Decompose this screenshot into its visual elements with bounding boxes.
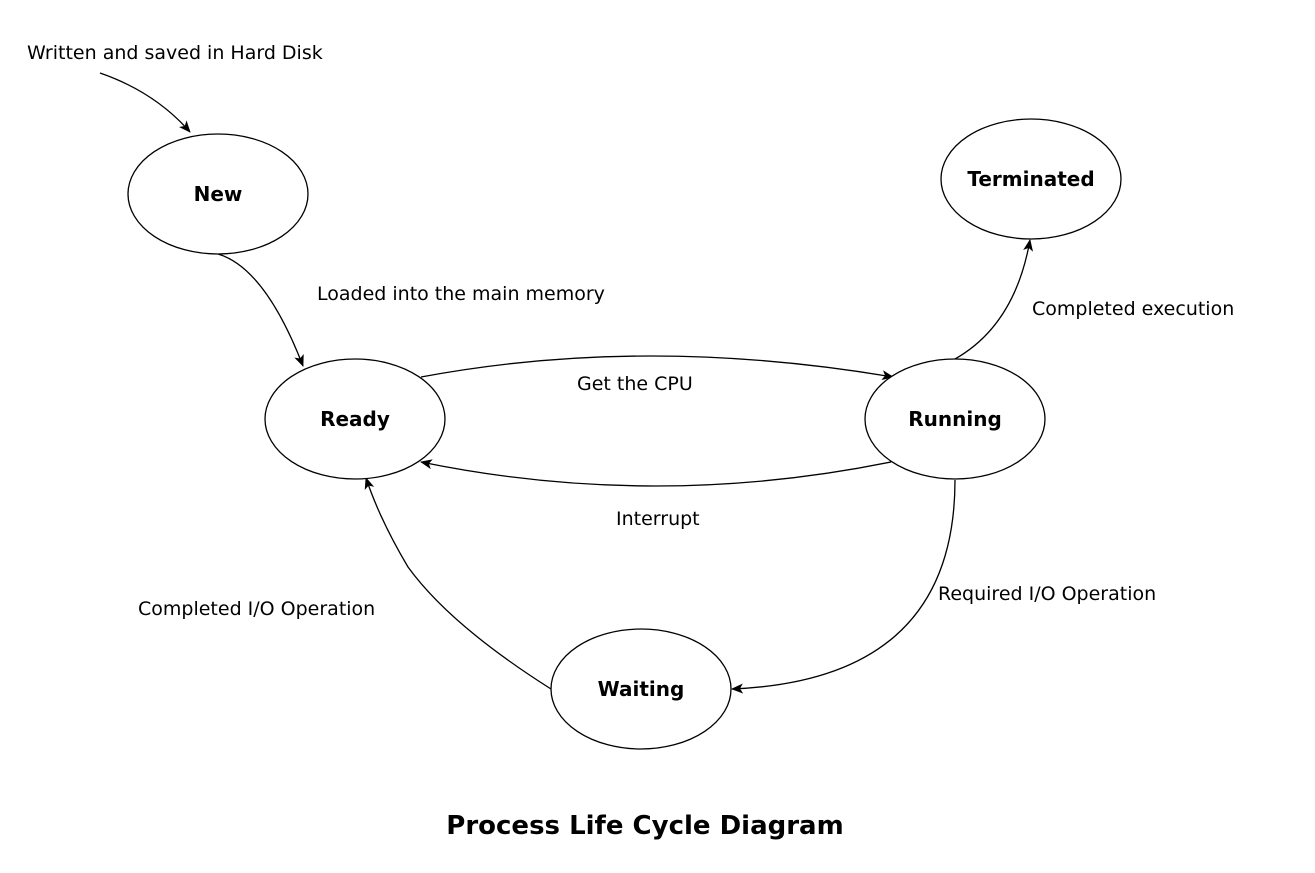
diagram-title: Process Life Cycle Diagram — [446, 811, 843, 841]
edge-entry-to-new — [99, 72, 191, 133]
state-terminated-label: Terminated — [967, 167, 1094, 191]
edge-waiting-to-ready — [364, 477, 552, 690]
edge-new-to-ready — [217, 253, 304, 367]
label-running-to-ready: Interrupt — [616, 508, 700, 530]
state-new: New — [127, 133, 309, 255]
edge-running-to-terminated — [954, 239, 1034, 360]
label-waiting-to-ready: Completed I/O Operation — [138, 598, 375, 620]
label-entry: Written and saved in Hard Disk — [27, 42, 323, 64]
state-running-label: Running — [908, 407, 1002, 431]
state-new-label: New — [194, 182, 243, 206]
label-running-to-waiting: Required I/O Operation — [938, 583, 1156, 605]
edge-running-to-waiting — [731, 479, 956, 694]
state-running: Running — [864, 358, 1046, 480]
edge-ready-to-running — [420, 355, 894, 381]
state-waiting-label: Waiting — [598, 677, 685, 701]
state-ready-label: Ready — [320, 407, 390, 431]
label-ready-to-running: Get the CPU — [577, 373, 693, 395]
label-new-to-ready: Loaded into the main memory — [317, 283, 605, 305]
label-running-to-terminated: Completed execution — [1032, 298, 1234, 320]
state-ready: Ready — [264, 358, 446, 480]
edge-running-to-ready — [420, 459, 892, 487]
state-terminated: Terminated — [940, 118, 1122, 240]
state-waiting: Waiting — [550, 628, 732, 750]
